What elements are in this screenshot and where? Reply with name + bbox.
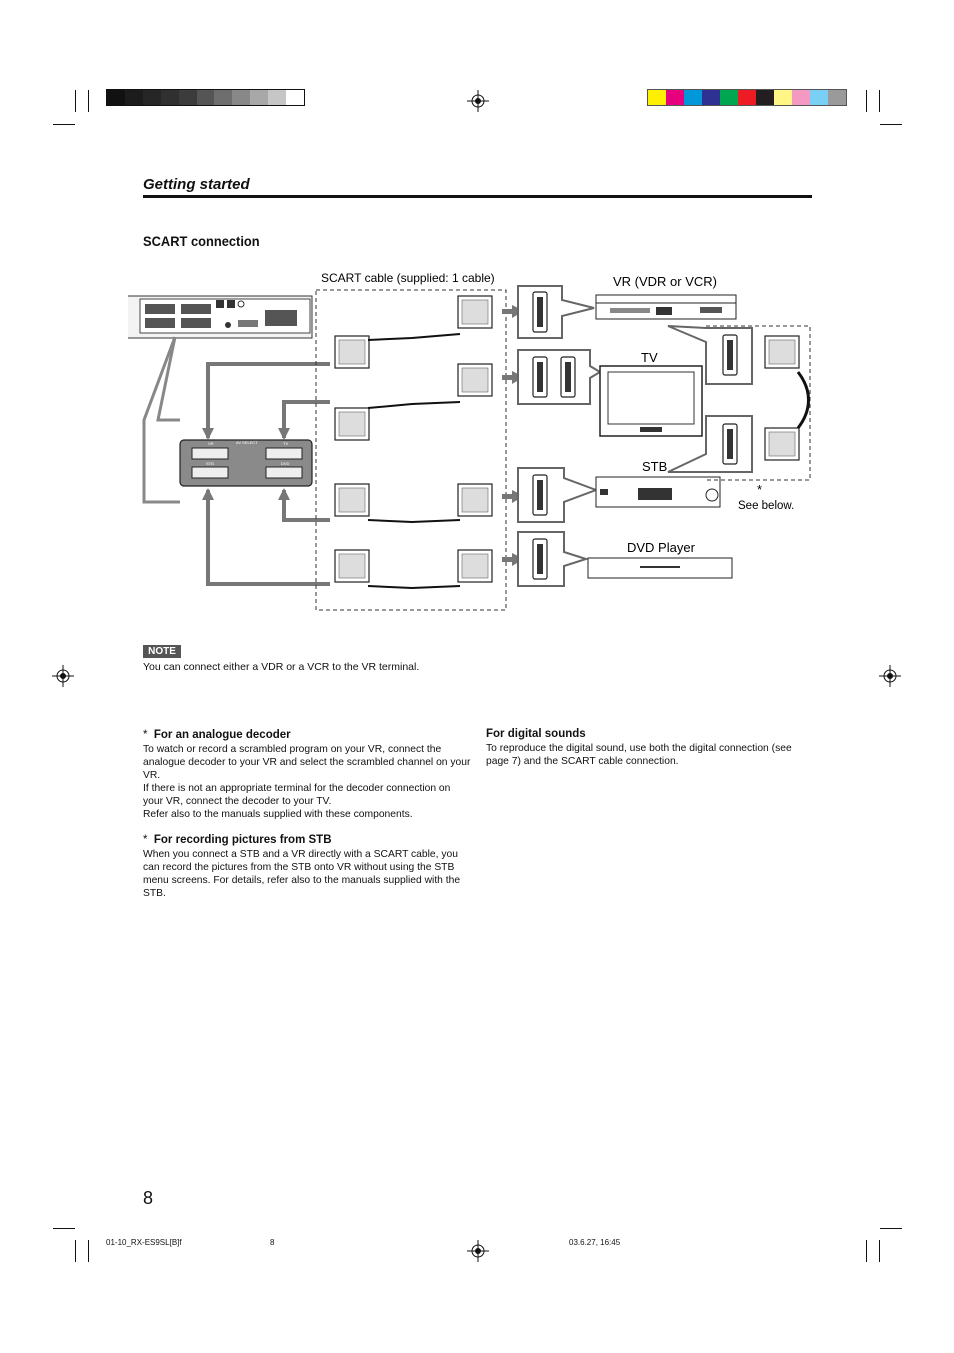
section-heading: For an analogue decoder (153, 729, 291, 741)
color-swatch (756, 90, 774, 105)
arrow (202, 428, 214, 440)
color-swatch (107, 90, 125, 105)
device-arrows (502, 305, 524, 566)
tv-device (599, 365, 703, 437)
scart-cable (334, 549, 493, 590)
color-swatch (124, 90, 143, 105)
registration-mark (467, 1240, 489, 1262)
panel-label: AV SELECT (236, 440, 258, 445)
crop-mark (880, 124, 902, 125)
arrow (278, 488, 290, 500)
vr-device (595, 294, 737, 320)
registration-mark (52, 665, 74, 687)
stb-device (595, 476, 721, 508)
crop-mark (75, 1240, 76, 1262)
asterisk-mark: * (757, 482, 762, 497)
gray-calibration-bar (106, 89, 305, 106)
zoom-callout (142, 336, 180, 504)
header-rule (143, 195, 812, 198)
footer-date: 03.6.27, 16:45 (569, 1238, 621, 1247)
digital-sounds-section: For digital sounds To reproduce the digi… (486, 728, 806, 768)
color-swatch (702, 90, 720, 105)
color-swatch (286, 90, 304, 105)
crop-mark (866, 1240, 867, 1262)
vr-label: VR (VDR or VCR) (613, 274, 717, 289)
color-swatch (160, 90, 179, 105)
panel-label: DVD (281, 461, 290, 466)
paragraph: When you connect a STB and a VR directly… (143, 849, 461, 899)
stb-port-callout (517, 467, 599, 523)
section-heading: For digital sounds (486, 728, 586, 740)
crop-mark (75, 90, 76, 112)
see-below-label: See below. (738, 500, 794, 512)
note-text: You can connect either a VDR or a VCR to… (143, 661, 420, 673)
analogue-decoder-section: * For an analogue decoder To watch or re… (143, 729, 473, 821)
color-swatch (214, 90, 233, 105)
color-swatch (792, 90, 810, 105)
registration-mark (467, 90, 489, 112)
crop-mark (880, 1228, 902, 1229)
paragraph: To reproduce the digital sound, use both… (486, 743, 792, 767)
color-swatch (196, 90, 215, 105)
color-swatch (648, 90, 666, 105)
crop-mark (866, 90, 867, 112)
crop-mark (879, 90, 880, 112)
panel-label: TV (283, 441, 288, 446)
tv-label: TV (641, 350, 658, 365)
page-number: 8 (143, 1188, 154, 1208)
color-swatch (810, 90, 828, 105)
arrow (202, 488, 214, 500)
registration-mark (879, 665, 901, 687)
scart-connection-diagram: VR AV SELECT TV STB DVD (128, 271, 811, 611)
footer-page: 8 (270, 1238, 275, 1247)
asterisk-mark: * (143, 834, 148, 846)
crop-mark (53, 124, 75, 125)
stb-vr-direct-connection (667, 325, 811, 481)
panel-label: VR (208, 441, 214, 446)
scart-cable (334, 483, 493, 524)
vr-port-callout (517, 285, 595, 339)
paragraph: If there is not an appropriate terminal … (143, 783, 451, 807)
color-swatch (684, 90, 702, 105)
color-swatch (142, 90, 161, 105)
color-swatch (268, 90, 287, 105)
crop-mark (88, 1240, 89, 1262)
paragraph: To watch or record a scrambled program o… (143, 744, 471, 781)
paragraph: Refer also to the manuals supplied with … (143, 809, 413, 820)
subsection-title: SCART connection (143, 233, 260, 249)
scart-cable (334, 295, 493, 369)
scart-cable (334, 363, 493, 441)
stb-label: STB (642, 459, 667, 474)
color-swatch (720, 90, 738, 105)
arrow (278, 428, 290, 440)
color-swatch (232, 90, 251, 105)
color-swatch (738, 90, 756, 105)
color-swatch (666, 90, 684, 105)
dvd-label: DVD Player (627, 540, 696, 555)
crop-mark (53, 1228, 75, 1229)
color-swatch (250, 90, 269, 105)
color-calibration-bar (647, 89, 847, 106)
asterisk-mark: * (143, 729, 148, 741)
panel-label: STB (206, 461, 214, 466)
section-title: Getting started (143, 176, 250, 193)
dvd-device (587, 557, 733, 579)
section-heading: For recording pictures from STB (153, 834, 332, 846)
dvd-port-callout (517, 531, 590, 587)
footer-file: 01-10_RX-ES9SL[B]f (106, 1238, 182, 1247)
color-swatch (828, 90, 846, 105)
connection-lines (206, 362, 330, 586)
receiver-rear-panel (128, 295, 313, 339)
note-badge: NOTE (143, 645, 181, 658)
color-swatch (178, 90, 197, 105)
cable-label: SCART cable (supplied: 1 cable) (321, 271, 495, 285)
receiver-scart-panel: VR AV SELECT TV STB DVD (179, 439, 313, 487)
crop-mark (879, 1240, 880, 1262)
color-swatch (774, 90, 792, 105)
cable-box (315, 289, 507, 611)
stb-recording-section: * For recording pictures from STB When y… (143, 834, 473, 900)
crop-mark (88, 90, 89, 112)
tv-port-callout (517, 349, 602, 405)
